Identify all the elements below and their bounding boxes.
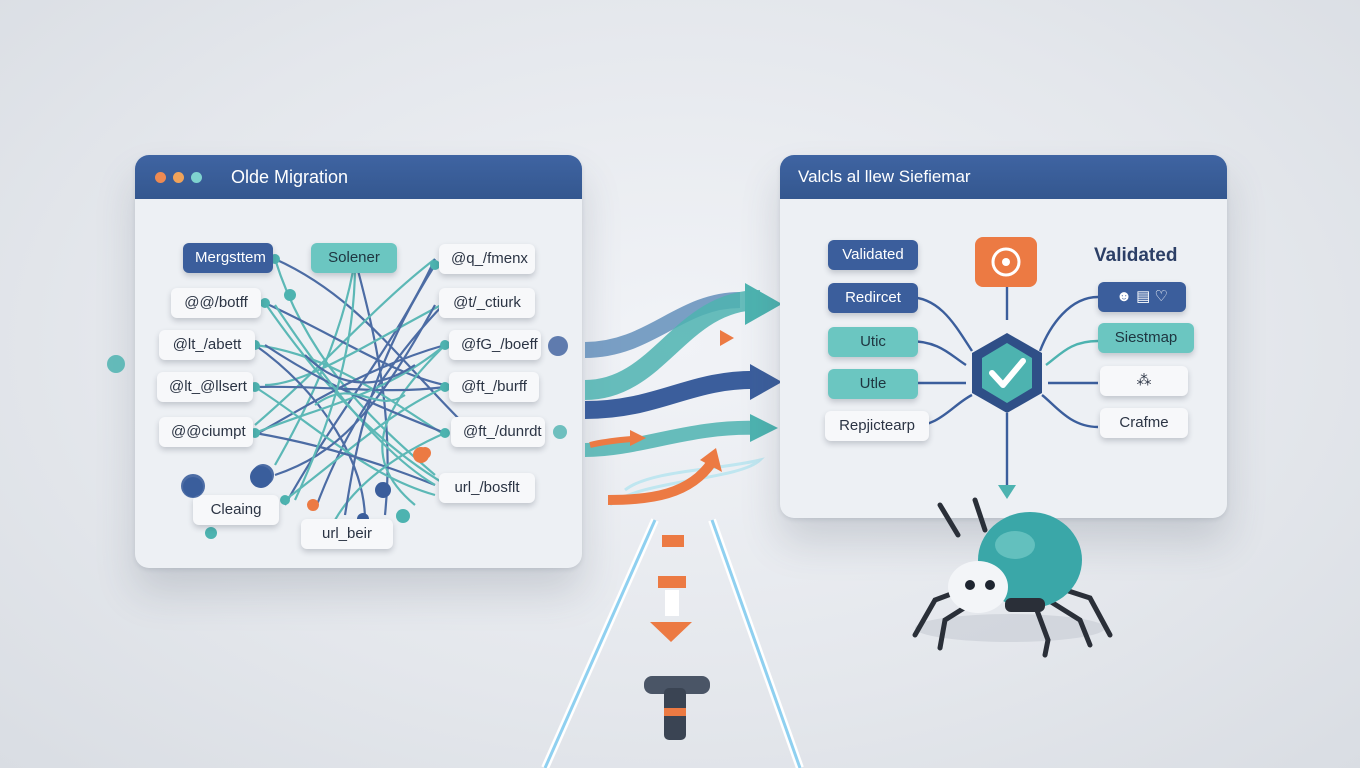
node-boeff: @fG_/boeff (449, 330, 541, 360)
node-redirect: Redircet (828, 283, 918, 313)
node-burff: @ft_/burff (449, 372, 539, 402)
validated-sitemap-window: Valcls al llew Siefiemar (780, 155, 1227, 518)
window-dot-amber (173, 172, 184, 183)
node-ciumpt: @@ciumpt (159, 417, 253, 447)
node-crafme: Crafme (1100, 408, 1188, 438)
node-solener: Solener (311, 243, 397, 273)
validated-heading: Validated (1094, 245, 1178, 266)
node-mergestem: Mergsttem (183, 243, 273, 273)
validation-connections (907, 237, 1099, 499)
tangled-connections (183, 254, 466, 539)
user-icon: ☻ (1116, 288, 1132, 305)
node-utic: Utic (828, 327, 918, 357)
left-window-title: Olde Migration (231, 167, 349, 187)
left-titlebar: Olde Migration (135, 155, 582, 199)
people-icon: ⁂ (1136, 372, 1152, 389)
node-repjtc: Repjictearp (825, 411, 929, 441)
node-ctiurk: @t/_ctiurk (439, 288, 535, 318)
node-dunrdt: @ft_/dunrdt (451, 417, 545, 447)
node-botff: @@/botff (171, 288, 261, 318)
node-bosflt: url_/bosflt (439, 473, 535, 503)
right-titlebar: Valcls al llew Siefiemar (780, 155, 1227, 199)
right-window-title: Valcls al llew Siefiemar (798, 167, 971, 186)
node-abett: @lt_/abett (159, 330, 255, 360)
check-icon (989, 358, 1026, 388)
document-icon: ▤ (1136, 288, 1151, 305)
node-icons: ☻ ▤ ♡ (1098, 282, 1186, 312)
node-sestmap: Siestmap (1098, 323, 1194, 353)
hammer-icon (644, 676, 710, 694)
node-ellsert: @lt_@llsert (157, 372, 253, 402)
bell-icon: ♡ (1154, 288, 1168, 305)
node-cleaning: Cleaing (193, 495, 279, 525)
node-menx: @q_/fmenx (439, 244, 535, 274)
node-validated: Validated (828, 240, 918, 270)
node-utle: Utle (828, 369, 918, 399)
node-people-icons: ⁂ (1100, 366, 1188, 396)
window-dot-teal (191, 172, 202, 183)
node-url-beir: url_beir (301, 519, 393, 549)
window-dot-orange (155, 172, 166, 183)
old-migration-window: Olde Migration (135, 155, 582, 568)
